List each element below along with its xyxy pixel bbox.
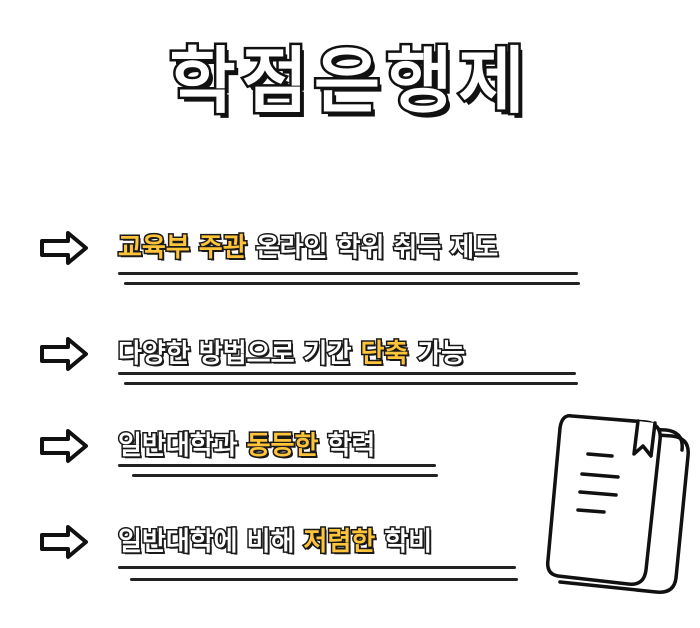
underline xyxy=(124,382,578,385)
bullet-post: 가능 xyxy=(408,338,467,371)
bullet-post: 학력 xyxy=(318,430,377,463)
underline xyxy=(118,566,516,569)
bullet-text: 일반대학과 동등한 학력 xyxy=(117,426,377,466)
bullet-highlight: 교육부 주관 xyxy=(117,232,249,265)
arrow-right-icon xyxy=(40,429,88,463)
underline xyxy=(124,282,580,285)
arrow-right-icon xyxy=(40,525,88,559)
bullet-text: 교육부 주관 온라인 학위 취득 제도 xyxy=(117,228,500,268)
bullet-text: 다양한 방법으로 기간 단축 가능 xyxy=(116,334,467,374)
arrow-right-icon xyxy=(40,337,88,371)
underline xyxy=(132,474,438,477)
page-title: 학점은행제 xyxy=(167,37,531,126)
bullet-item-1: 교육부 주관 온라인 학위 취득 제도 xyxy=(0,228,700,298)
bullet-highlight: 저렴한 xyxy=(302,526,377,559)
underline xyxy=(118,372,576,375)
bullet-item-4: 일반대학에 비해 저렴한 학비 xyxy=(0,522,700,592)
arrow-right-icon xyxy=(40,231,88,265)
bullet-post: 학비 xyxy=(375,526,434,559)
bullet-highlight: 단축 xyxy=(359,338,410,371)
notebook-icon xyxy=(545,414,690,594)
bullet-pre: 일반대학에 비해 xyxy=(117,526,304,559)
bullet-item-2: 다양한 방법으로 기간 단축 가능 xyxy=(0,334,700,404)
bullet-highlight: 동등한 xyxy=(245,430,320,463)
underline xyxy=(118,272,578,275)
underline xyxy=(130,578,518,581)
bullet-post: 온라인 학위 취득 제도 xyxy=(246,232,499,265)
bullet-text: 일반대학에 비해 저렴한 학비 xyxy=(117,522,434,562)
bullet-pre: 일반대학과 xyxy=(117,430,247,463)
bullet-item-3: 일반대학과 동등한 학력 xyxy=(0,426,700,496)
bullet-pre: 다양한 방법으로 기간 xyxy=(116,338,361,371)
underline xyxy=(118,464,436,467)
